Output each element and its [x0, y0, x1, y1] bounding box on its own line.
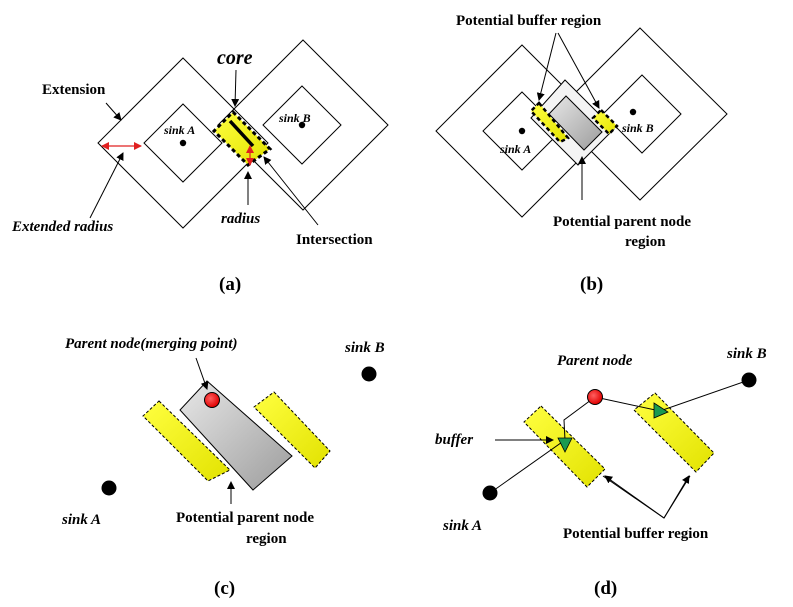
parent-node-c: [204, 392, 220, 408]
sink-a-label: sink A: [163, 123, 195, 137]
parent-region-label-line2-b: region: [625, 234, 666, 250]
intersection-label: Intersection: [296, 232, 373, 248]
sink-b-label-d: sink B: [726, 346, 767, 362]
buffer-region-arrow-left-d: [604, 475, 665, 519]
caption-c: (c): [214, 578, 235, 599]
buffer-arrow-left-b: [536, 32, 557, 101]
panel-b: Potential buffer region sink A sink B Po…: [435, 13, 728, 295]
buffer-left-triangle: [557, 437, 573, 453]
potential-buffer-region-label-d: Potential buffer region: [563, 526, 709, 542]
sink-a-dot: [179, 139, 187, 147]
parent-node-label-c: Parent node(merging point): [65, 336, 238, 352]
buffer-region-left-b: [529, 101, 570, 144]
extension-region-b: [217, 39, 389, 211]
parent-node-d: [587, 389, 603, 405]
core-arrow: [231, 69, 240, 107]
radius-region-a: [143, 103, 223, 183]
panel-d: Parent node sink B buffer sink A Potenti…: [435, 346, 767, 599]
core-segment: [228, 119, 255, 148]
buffer-region-arrow-right-d: [663, 475, 690, 519]
parent-node-region-b: [548, 95, 603, 151]
extended-radius-label: Extended radius: [11, 219, 113, 235]
sink-b-label-b: sink B: [621, 121, 654, 135]
wire-sinka-buffer-parent: [489, 396, 596, 494]
sink-a-label-b: sink A: [499, 142, 531, 156]
parent-region-label-line1-c: Potential parent node: [176, 510, 314, 526]
sink-b-dot-b: [629, 108, 637, 116]
buffer-arrow-right-b: [557, 32, 600, 109]
sink-b-label-c: sink B: [344, 340, 385, 356]
sink-b-dot: [298, 121, 306, 129]
extension-region-b-b: [553, 27, 728, 201]
sink-b-label: sink B: [278, 111, 311, 125]
caption-a: (a): [219, 274, 241, 295]
buffer-label-d: buffer: [435, 432, 473, 448]
extension-arrow: [105, 102, 122, 121]
parent-node-region-c: [179, 380, 293, 491]
sink-b-node-d: [741, 372, 757, 388]
sink-a-node-d: [482, 485, 498, 501]
parent-node-arrow-c: [195, 357, 209, 390]
buffer-region-right-c: [253, 391, 331, 469]
buffer-region-left-c: [142, 400, 231, 482]
sink-b-node-c: [361, 366, 377, 382]
buffer-region-right-b: [591, 108, 619, 136]
sink-a-label-c: sink A: [61, 512, 101, 528]
parent-region-label-line2-c: region: [246, 531, 287, 547]
caption-d: (d): [594, 578, 617, 599]
sink-a-label-d: sink A: [442, 518, 482, 534]
extension-region-a: [97, 57, 269, 229]
panel-c: Parent node(merging point) sink B sink A…: [61, 336, 385, 599]
extended-radius-arrow: [89, 152, 124, 219]
sink-a-dot-b: [518, 127, 526, 135]
panel-a: core Extension sink A sink B Extended ra…: [11, 39, 389, 295]
caption-b: (b): [580, 274, 603, 295]
intersection-arrow: [263, 156, 319, 226]
core-label: core: [217, 47, 253, 69]
buffer-region-right-d: [633, 392, 715, 473]
radius-region-b: [262, 85, 342, 165]
extension-label: Extension: [42, 82, 106, 98]
radius-region-b-b: [602, 74, 682, 154]
wire-parent-buffer-sinkb: [594, 379, 750, 412]
radius-label: radius: [221, 211, 260, 227]
buffer-right-triangle: [653, 402, 669, 419]
parent-region-label-line1-b: Potential parent node: [553, 214, 691, 230]
potential-buffer-region-label-b: Potential buffer region: [456, 13, 602, 29]
parent-node-label-d: Parent node: [557, 353, 633, 369]
sink-a-node-c: [101, 480, 117, 496]
